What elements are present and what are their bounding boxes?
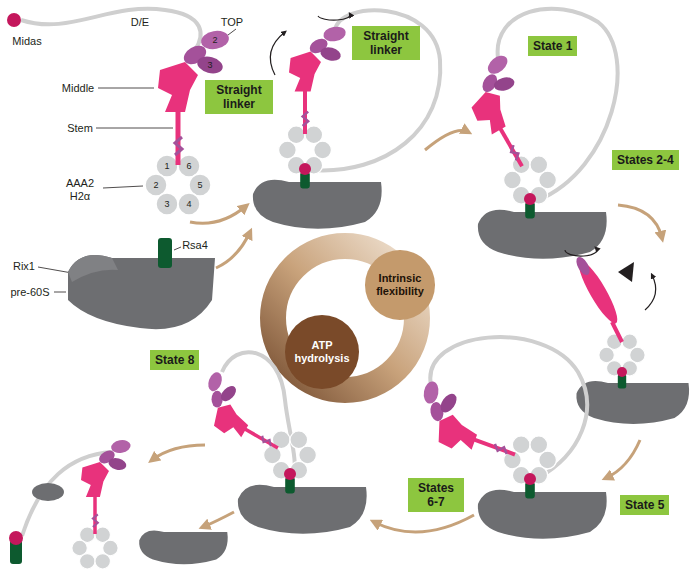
part-label: Rix1 [13, 260, 35, 273]
state-label: State 1 [533, 39, 572, 53]
callout-number: 1 [164, 161, 169, 171]
state-label: States 6-7 [413, 481, 459, 509]
part-label: pre-60S [10, 286, 49, 299]
callout-number: 5 [197, 180, 202, 190]
callout-number: 3 [164, 199, 169, 209]
part-label: AAA2 H2α [59, 177, 101, 202]
part-label: TOP [221, 16, 243, 29]
process-label: Intrinsic flexibility [371, 272, 429, 298]
state-box: States 6-7 [408, 478, 464, 512]
process-circle: Intrinsic flexibility [365, 250, 435, 320]
callout-number: 3 [207, 60, 212, 70]
state-label: States 2-4 [617, 153, 674, 167]
state-box: State 8 [150, 350, 199, 370]
part-label: D/E [131, 16, 149, 29]
state-label: State 8 [155, 353, 194, 367]
callout-number: 4 [186, 199, 191, 209]
state-box: States 2-4 [612, 150, 679, 170]
state-label: State 5 [625, 498, 664, 512]
callout-number: 2 [212, 35, 217, 45]
state-box: State 5 [620, 495, 669, 515]
state-box: Straight linker [205, 80, 273, 114]
part-label: Midas [12, 35, 41, 48]
callout-number: 2 [153, 180, 158, 190]
process-circle: ATP hydrolysis [285, 315, 359, 389]
state-box: Straight linker [352, 26, 420, 60]
state-label: Straight linker [210, 83, 268, 111]
state-box: State 1 [528, 36, 577, 56]
state-label: Straight linker [357, 29, 415, 57]
process-label: ATP hydrolysis [291, 339, 353, 365]
part-label: Stem [67, 122, 93, 135]
part-label: Middle [62, 82, 94, 95]
callout-number: 6 [186, 161, 191, 171]
part-label: Rsa4 [182, 239, 208, 252]
